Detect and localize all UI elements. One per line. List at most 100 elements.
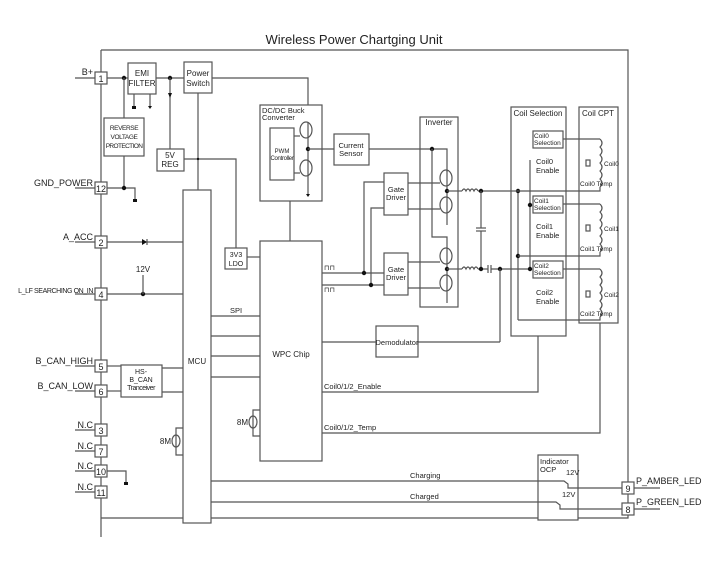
demodulator-block: Demodulator <box>375 325 419 358</box>
pin-8-green-led: 8 P_GREEN_LED <box>621 497 702 516</box>
svg-text:3V3: 3V3 <box>230 252 243 259</box>
pin-6-can-low: 6 B_CAN_LOW <box>37 381 108 398</box>
mosfet-icon <box>439 196 453 214</box>
sensor-icon <box>585 290 591 298</box>
pin-9-amber-led: 9 P_AMBER_LED <box>621 476 702 495</box>
svg-text:Inverter: Inverter <box>425 118 452 127</box>
current-sensor-block: Current Sensor <box>333 133 370 166</box>
coil-icon <box>599 268 603 318</box>
svg-text:9: 9 <box>625 484 630 494</box>
svg-text:5V: 5V <box>165 151 175 160</box>
svg-text:Selection: Selection <box>534 140 561 147</box>
svg-text:FILTER: FILTER <box>129 79 156 88</box>
svg-text:PROTECTION: PROTECTION <box>106 143 144 150</box>
wpc-crystal: 8M <box>237 409 260 437</box>
svg-text:Current: Current <box>338 141 364 150</box>
spi-label: SPI <box>230 306 242 315</box>
svg-text:7: 7 <box>98 447 103 457</box>
svg-text:Controller: Controller <box>270 156 293 162</box>
svg-text:VOLTAGE: VOLTAGE <box>111 134 139 141</box>
svg-text:Coil2 Temp: Coil2 Temp <box>580 311 613 318</box>
pin-10-nc: 10 N.C <box>75 461 128 485</box>
svg-text:REVERSE: REVERSE <box>110 125 139 132</box>
svg-text:Converter: Converter <box>262 113 295 122</box>
diagram-title: Wireless Power Chartging Unit <box>265 32 442 47</box>
svg-text:Coil2: Coil2 <box>536 288 553 297</box>
ground-icon <box>148 106 152 109</box>
pwm-wave-icon: ⊓⊓ <box>324 287 335 294</box>
svg-text:3: 3 <box>98 426 103 436</box>
svg-text:L_LF SEARCHING ON_IN: L_LF SEARCHING ON_IN <box>18 288 93 295</box>
svg-text:Selection: Selection <box>534 270 561 277</box>
svg-text:8M: 8M <box>237 418 248 427</box>
coil-temp-signal-label: Coil0/1/2_Temp <box>324 423 376 432</box>
svg-text:P_GREEN_LED: P_GREEN_LED <box>636 497 702 507</box>
coil2-group: Coil2 Selection Coil2 Enable Coil2 Coil2… <box>518 260 619 321</box>
sensor-icon <box>585 159 591 167</box>
svg-text:12V: 12V <box>566 468 579 477</box>
svg-text:11: 11 <box>96 488 105 498</box>
5v-reg-block: 5V REG <box>156 148 185 172</box>
coil1-group: Coil1 Selection Coil1 Enable Coil1 Coil1… <box>518 195 619 257</box>
svg-text:Coil CPT: Coil CPT <box>582 109 614 118</box>
inverter-block: Inverter <box>419 116 459 308</box>
svg-text:Coil1: Coil1 <box>536 222 553 231</box>
pwm-controller-block <box>269 127 295 181</box>
pin-1-bplus: 1 B+ <box>75 67 108 85</box>
pin-4-lf-searching: 4 L_LF SEARCHING ON_IN <box>18 287 108 301</box>
pin-12-gnd-power: 12 GND_POWER <box>34 178 108 195</box>
svg-text:N.C: N.C <box>78 441 94 451</box>
svg-text:Driver: Driver <box>386 193 407 202</box>
svg-text:Indicator: Indicator <box>540 457 569 466</box>
svg-text:Enable: Enable <box>536 297 559 306</box>
power-switch-block: Power Switch <box>183 61 213 94</box>
svg-text:Demodulator: Demodulator <box>376 338 419 347</box>
pwm-wave-icon: ⊓⊓ <box>324 265 335 272</box>
svg-text:DC/DC Buck: DC/DC Buck <box>262 106 305 115</box>
svg-text:Coil0: Coil0 <box>536 157 553 166</box>
inductor-icon <box>461 266 479 271</box>
svg-text:LDO: LDO <box>229 261 244 268</box>
svg-text:Coil1 Temp: Coil1 Temp <box>580 246 613 253</box>
ground-icon <box>133 199 137 202</box>
svg-text:Coil Selection: Coil Selection <box>514 109 563 118</box>
pin-7-nc: 7 N.C <box>75 441 108 458</box>
svg-text:Coil1: Coil1 <box>604 226 619 233</box>
svg-text:B_CAN: B_CAN <box>129 377 152 384</box>
svg-text:4: 4 <box>98 290 103 300</box>
ground-icon <box>124 482 128 485</box>
svg-text:Sensor: Sensor <box>339 149 363 158</box>
svg-text:PWM: PWM <box>275 149 290 155</box>
svg-text:A_ACC: A_ACC <box>63 232 94 242</box>
svg-text:Gate: Gate <box>388 185 404 194</box>
diode-icon <box>142 239 147 245</box>
svg-text:Tranceiver: Tranceiver <box>127 385 156 392</box>
svg-text:Driver: Driver <box>386 273 407 282</box>
svg-text:Coil0: Coil0 <box>604 161 619 168</box>
inductor-icon <box>461 188 479 193</box>
svg-text:12V: 12V <box>562 490 575 499</box>
svg-text:Coil2: Coil2 <box>604 292 619 299</box>
crystal-icon <box>248 415 258 429</box>
charged-signal-label: Charged <box>410 492 439 501</box>
svg-text:8M: 8M <box>160 437 171 446</box>
svg-text:OCP: OCP <box>540 465 556 474</box>
mosfet-icon <box>299 121 313 139</box>
dcdc-buck-converter-block: DC/DC Buck Converter PWM Controller <box>259 104 323 202</box>
crystal-icon <box>171 434 181 448</box>
mosfet-icon <box>439 247 453 265</box>
svg-text:10: 10 <box>96 467 106 477</box>
reverse-voltage-protection-block: REVERSE VOLTAGE PROTECTION <box>103 117 145 157</box>
svg-text:N.C: N.C <box>78 420 94 430</box>
svg-text:EMI: EMI <box>135 69 149 78</box>
svg-text:Coil0: Coil0 <box>534 133 549 140</box>
svg-text:P_AMBER_LED: P_AMBER_LED <box>636 476 702 486</box>
mosfet-icon <box>439 274 453 292</box>
svg-text:B+: B+ <box>82 67 93 77</box>
svg-text:Coil2: Coil2 <box>534 263 549 270</box>
svg-text:6: 6 <box>98 387 103 397</box>
svg-text:Switch: Switch <box>186 79 210 88</box>
svg-text:Power: Power <box>187 69 210 78</box>
mosfet-icon <box>299 159 313 177</box>
